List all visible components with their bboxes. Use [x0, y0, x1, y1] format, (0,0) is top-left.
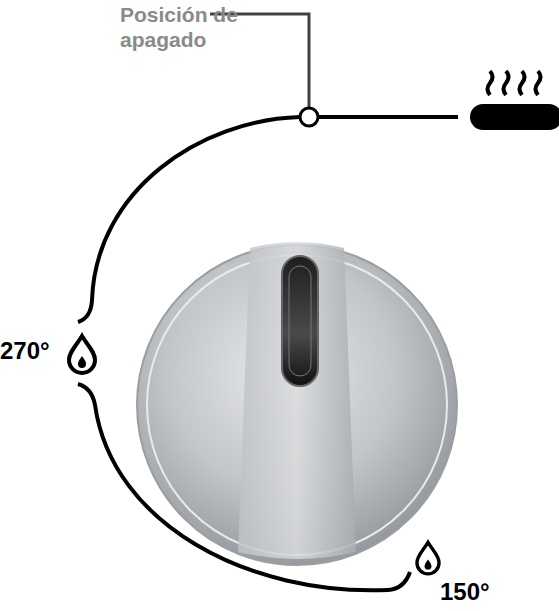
dial-arc [318, 115, 458, 119]
callout-label: Posición de apagado [120, 2, 250, 52]
flame-symbol [417, 542, 439, 573]
flame-symbol [69, 336, 95, 373]
temperature-label: 270° [0, 337, 72, 366]
leader-line [210, 14, 309, 108]
off-marker [300, 108, 318, 126]
temperature-label: 150° [440, 578, 520, 607]
oven-knob [137, 242, 457, 565]
grill-symbol [470, 71, 559, 130]
